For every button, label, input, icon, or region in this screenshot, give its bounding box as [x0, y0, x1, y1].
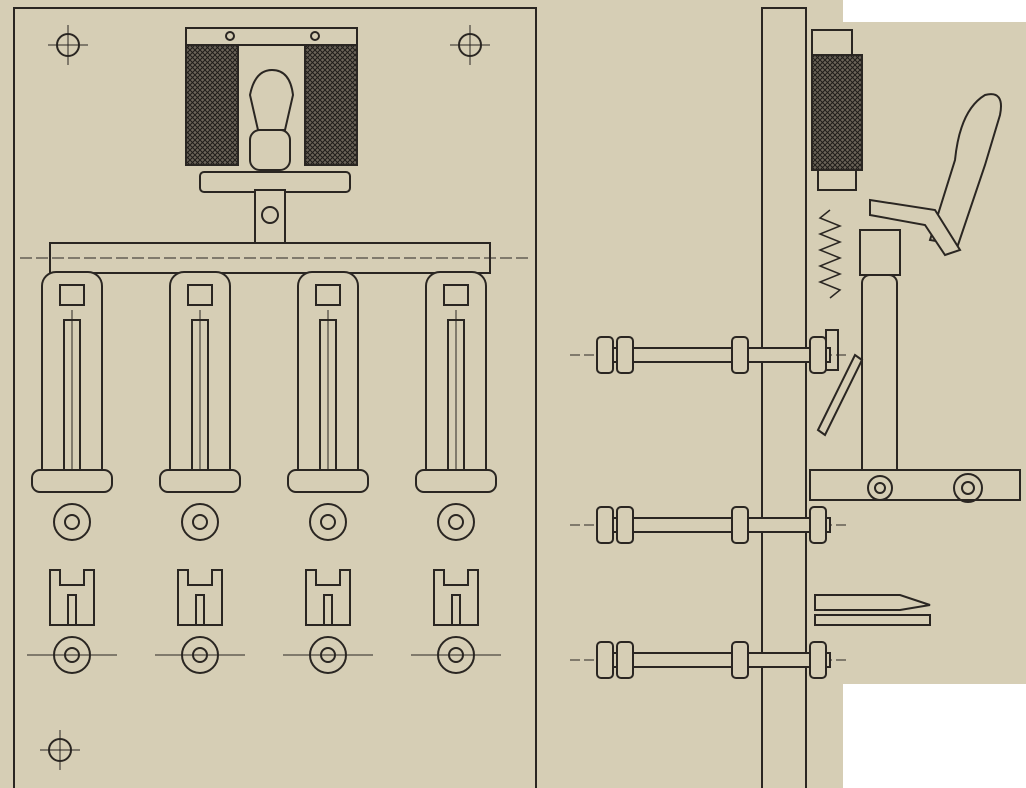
nut — [809, 506, 827, 544]
side-blade-arm — [861, 274, 898, 491]
nut — [616, 641, 634, 679]
side-coil — [811, 54, 863, 171]
terminal — [309, 503, 347, 541]
through-bolt — [570, 336, 850, 374]
side-handle — [928, 93, 1002, 247]
switch-pole — [411, 271, 501, 674]
side-base-panel — [761, 7, 807, 788]
nut — [596, 506, 614, 544]
switch-pole — [155, 271, 245, 674]
front-view — [13, 7, 537, 788]
coil-right — [304, 44, 358, 166]
side-view — [570, 7, 1021, 788]
terminal — [437, 503, 475, 541]
nut — [731, 506, 749, 544]
mounting-hole — [48, 25, 88, 65]
switch-handle — [248, 68, 295, 131]
blank-margin-bottom — [843, 684, 1026, 788]
through-bolt — [570, 641, 850, 679]
mounting-hole — [450, 25, 490, 65]
nut — [596, 336, 614, 374]
terminal — [53, 503, 91, 541]
coil-left — [185, 44, 239, 166]
switch-pole — [27, 271, 117, 674]
coil-frame — [185, 27, 358, 46]
nut — [616, 506, 634, 544]
terminal — [181, 503, 219, 541]
side-contact-clip — [814, 594, 931, 626]
through-bolt — [570, 506, 850, 544]
base-panel — [13, 7, 537, 788]
nut — [809, 641, 827, 679]
nut — [616, 336, 634, 374]
blank-margin-top — [843, 0, 1026, 22]
nut — [731, 641, 749, 679]
nut — [809, 336, 827, 374]
nut — [596, 641, 614, 679]
side-lever — [809, 469, 1021, 501]
mounting-hole — [40, 730, 80, 770]
nut — [731, 336, 749, 374]
switch-pole — [283, 271, 373, 674]
